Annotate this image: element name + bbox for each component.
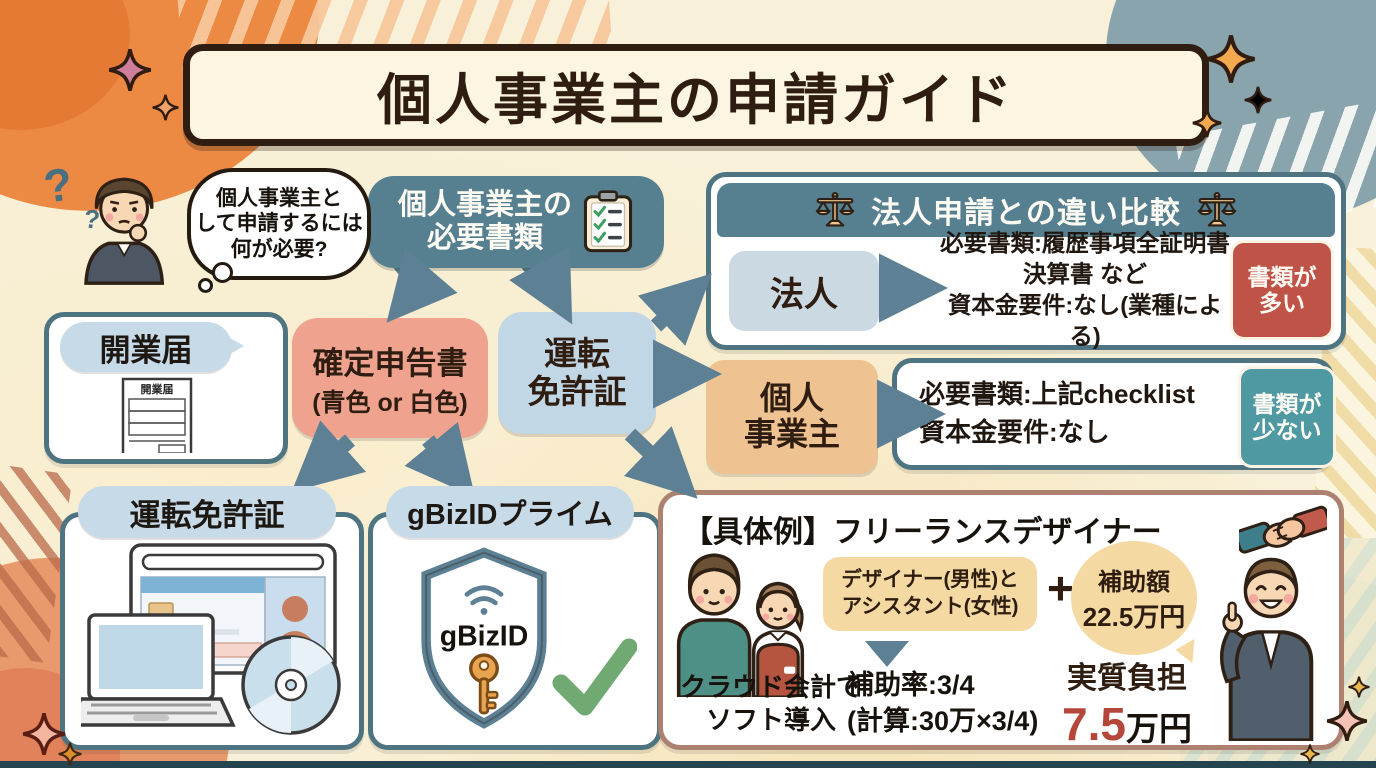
team-description-box: デザイナー(男性)と アシスタント(女性): [823, 557, 1037, 631]
required-docs-line1: 個人事業主の: [397, 188, 572, 221]
burden-amount: 7.5: [1062, 698, 1126, 750]
license-panel-pill: 運転免許証: [78, 486, 336, 538]
sparkle-icon: [108, 48, 152, 92]
sparkle-icon: [1206, 34, 1256, 84]
down-arrow: [865, 641, 909, 667]
corporate-capital-line: 資本金要件:なし(業種による): [947, 292, 1223, 350]
node-tail: [392, 266, 420, 284]
sparkle-icon: [58, 742, 82, 766]
kaigyo-label: 開業届: [99, 332, 193, 368]
subsidy-amount-bubble: 補助額 22.5万円: [1071, 541, 1197, 655]
rate-line2: (計算:30万×3/4): [847, 706, 1039, 737]
comparison-header: 法人申請との違い比較: [717, 183, 1335, 237]
subsidy-rate-text: 補助率:3/4 (計算:30万×3/4): [847, 667, 1077, 740]
scale-icon: [1197, 192, 1237, 227]
sparkle-icon: [1326, 700, 1368, 742]
burden-label: 実質負担: [1067, 662, 1187, 695]
document-title: 開業届: [141, 382, 174, 396]
corporate-details: 必要書類:履歴事項全証明書 決算書 など 資本金要件:なし(業種による): [935, 230, 1235, 349]
sparkle-icon: [1192, 108, 1222, 138]
cloud-accounting-caption: クラウド会計で ソフト導入: [663, 671, 879, 736]
badge-line1: 書類が: [1247, 263, 1317, 290]
designer-couple-illustration: [676, 553, 805, 697]
net-burden-block: 実質負担 7.5万円: [1017, 653, 1237, 751]
plus-sign: +: [1047, 562, 1074, 614]
document-illustration: 開業届: [121, 377, 193, 453]
node-tail: [520, 266, 548, 284]
many-docs-badge: 書類が 多い: [1230, 240, 1334, 340]
corporate-docs-line2: 決算書 など: [1022, 260, 1148, 287]
individual-docs-line: 必要書類:上記checklist: [919, 379, 1195, 410]
sparkle-icon: [152, 94, 179, 121]
required-docs-line2: 必要書類: [426, 222, 543, 254]
sparkle-icon: [22, 712, 66, 756]
thought-bubble-line2: して申請するには: [195, 212, 363, 236]
sparkle-icon: [1300, 744, 1320, 764]
gbizid-shield-icon: gBizID: [421, 547, 547, 729]
example-panel: 【具体例】フリーランスデザイナー デザ: [658, 490, 1344, 750]
corporate-chip: 法人: [729, 251, 879, 331]
rate-line1: 補助率:3/4: [847, 670, 975, 700]
thought-bubble-dot: [198, 278, 213, 293]
sparkle-icon: [1244, 86, 1272, 114]
individual-label-line2: 事業主: [743, 416, 840, 452]
comparison-title: 法人申請との違い比較: [871, 197, 1181, 230]
badge-line2: 少ない: [1252, 417, 1322, 443]
subsidy-label: 補助額: [1098, 569, 1170, 596]
kakutei-line1: 確定申告書: [312, 345, 468, 381]
thought-bubble-line1: 個人事業主と: [216, 186, 342, 210]
question-mark-small-icon: ?: [82, 203, 102, 235]
team-line2: アシスタント(女性): [841, 595, 1019, 618]
thinking-man-illustration: [60, 162, 190, 295]
badge-line1: 書類が: [1252, 390, 1322, 417]
cloud-line2: ソフト導入: [705, 704, 836, 735]
kakutei-line2: (青色 or 白色): [312, 388, 468, 417]
gbizid-label: gBizIDプライム: [407, 499, 613, 531]
license-node-line2: 免許証: [527, 373, 627, 410]
license-panel-label: 運転免許証: [129, 497, 285, 533]
corporate-docs-line1: 必要書類:履歴事項全証明書: [940, 229, 1230, 256]
kaigyo-pill: 開業届: [60, 322, 244, 372]
license-panel: [60, 512, 364, 750]
subsidy-amount: 22.5万円: [1082, 602, 1186, 632]
gbizid-panel: gBizID: [368, 512, 662, 750]
checklist-clipboard-icon: [583, 190, 633, 253]
individual-label-line1: 個人: [759, 380, 824, 417]
kakutei-node: 確定申告書 (青色 or 白色): [292, 318, 488, 438]
license-node: 運転 免許証: [498, 312, 656, 434]
thought-bubble-line3: 何が必要?: [230, 237, 328, 261]
cloud-line1: クラウド会計で: [679, 672, 862, 702]
title-banner: 個人事業主の申請ガイド: [183, 44, 1209, 146]
badge-line2: 多い: [1259, 290, 1305, 316]
sparkle-icon: [1348, 676, 1370, 698]
individual-chip: 個人 事業主: [706, 360, 878, 474]
required-docs-node: 個人事業主の 必要書類: [368, 176, 664, 268]
page-title: 個人事業主の申請ガイド: [376, 69, 1015, 131]
burden-unit: 万円: [1125, 710, 1192, 747]
bottom-edge-bar: [0, 761, 1376, 768]
thought-bubble-dot: [212, 262, 233, 283]
gbizid-pill: gBizIDプライム: [386, 486, 634, 538]
team-line1: デザイナー(男性)と: [841, 568, 1019, 592]
handshake-icon: [1239, 505, 1327, 554]
corporate-label: 法人: [770, 275, 838, 314]
example-heading: 【具体例】フリーランスデザイナー: [683, 516, 1162, 549]
individual-capital-line: 資本金要件:なし: [919, 417, 1110, 447]
scale-icon: [815, 192, 855, 227]
license-node-line1: 運転: [544, 335, 610, 373]
few-docs-badge: 書類が 少ない: [1238, 366, 1336, 468]
gbizid-shield-text: gBizID: [440, 621, 529, 653]
online-application-illustration: [81, 543, 341, 735]
thought-bubble: 個人事業主と して申請するには 何が必要?: [187, 168, 371, 280]
green-checkmark-icon: [552, 638, 637, 716]
businessman-illustration: [1220, 557, 1314, 741]
